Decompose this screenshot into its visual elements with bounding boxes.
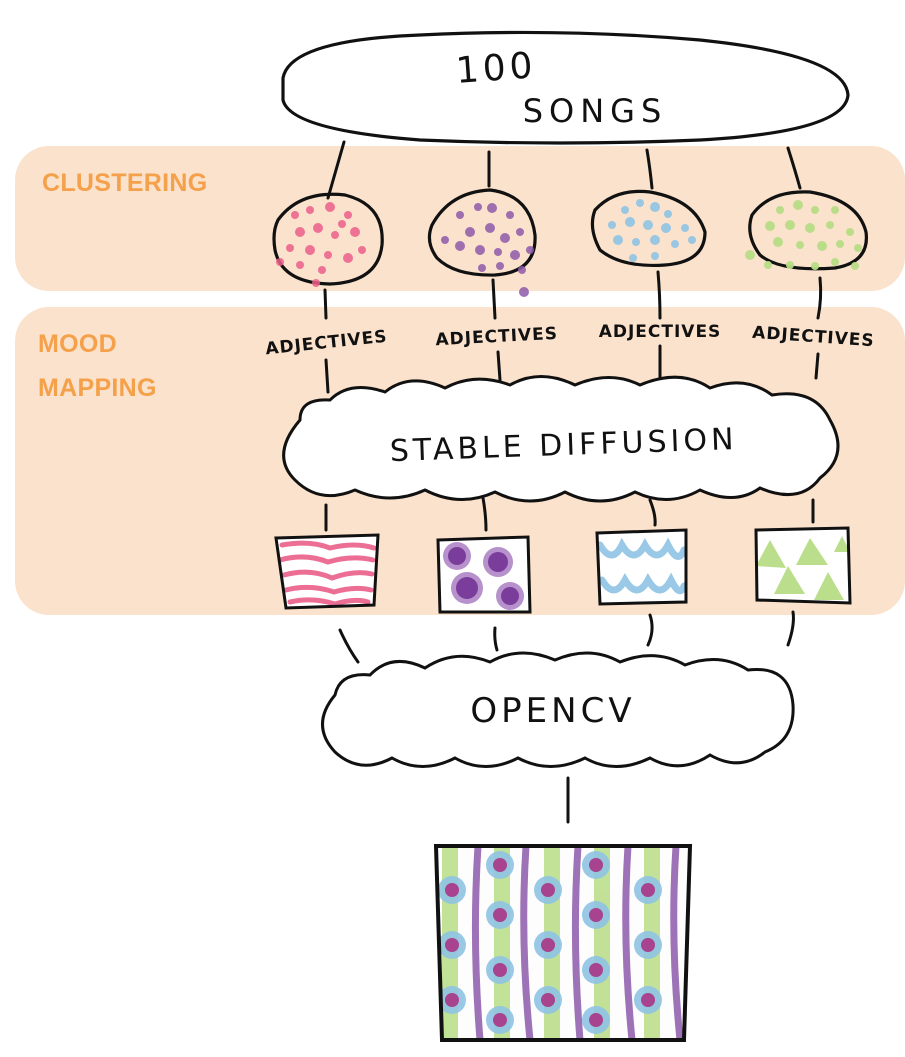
- clustering-label: CLUSTERING: [42, 169, 208, 197]
- cluster-dots-blue: [608, 199, 696, 262]
- cluster-dots-purple: [441, 203, 534, 297]
- cluster-dots-pink: [276, 202, 366, 287]
- adjective-label-4: ADJECTIVES: [751, 323, 875, 352]
- cluster-circles: [272, 188, 868, 286]
- cluster-dots-green: [745, 200, 862, 270]
- adjective-labels: ADJECTIVES ADJECTIVES ADJECTIVES ADJECTI…: [264, 322, 875, 359]
- connectors-sd-to-images: [324, 496, 815, 532]
- mood-mapping-label-line2: MAPPING: [38, 374, 157, 402]
- stable-diffusion-cloud: STABLE DIFFUSION: [282, 375, 840, 503]
- connectors-images-to-opencv: [338, 610, 795, 664]
- songs-label-line2: SONGS: [523, 92, 668, 130]
- image-purple-circles: [436, 535, 532, 614]
- opencv-label: OPENCV: [470, 691, 635, 731]
- songs-label-line1: 100: [455, 45, 538, 92]
- adjective-label-2: ADJECTIVES: [435, 324, 559, 350]
- connectors-songs-to-clusters: [326, 140, 802, 200]
- final-composite-image: [433, 844, 693, 1042]
- image-blue-waves: [595, 528, 688, 606]
- songs-node: 100 SONGS: [281, 30, 850, 145]
- mood-mapping-label-line1: MOOD: [38, 330, 117, 358]
- adjective-label-3: ADJECTIVES: [599, 322, 722, 342]
- opencv-cloud: OPENCV: [321, 651, 795, 768]
- connectors-clusters-to-adjectives: [323, 270, 823, 320]
- adjective-label-1: ADJECTIVES: [264, 327, 388, 360]
- image-green-triangles: [754, 526, 852, 605]
- image-pink-stripes: [274, 533, 380, 610]
